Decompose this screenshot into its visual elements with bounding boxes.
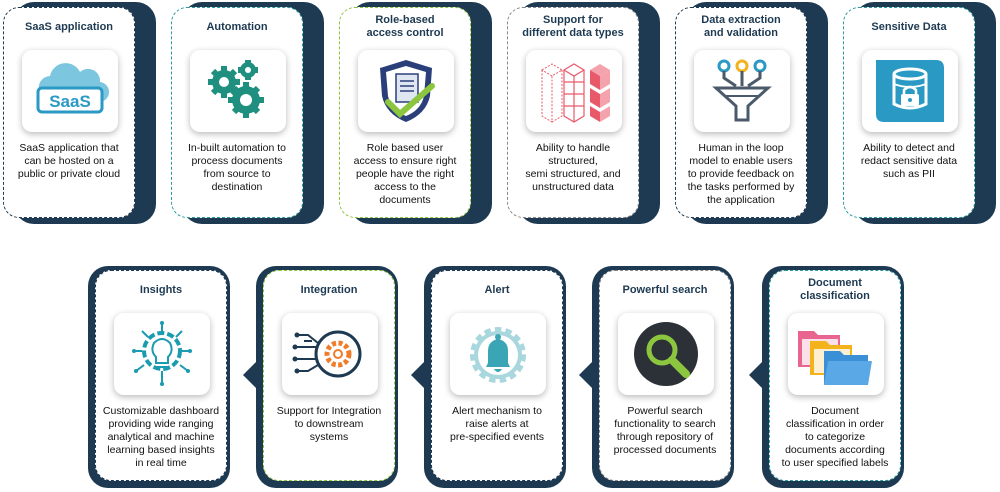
feature-card-insights: Insights Customizable dashboard providin…	[95, 270, 227, 481]
card-title: Role-based access control	[366, 14, 444, 39]
step-arrow	[304, 93, 317, 119]
secure-database-icon	[862, 50, 958, 132]
feature-card-integration: Integration Support for Integration to d…	[263, 270, 395, 481]
saas-cloud-icon: SaaS	[22, 50, 118, 132]
magnifier-icon	[618, 313, 714, 395]
card-title: Data extraction and validation	[701, 14, 781, 39]
folders-icon	[788, 313, 884, 395]
feature-card-search: Powerful search Powerful search function…	[599, 270, 731, 481]
feature-card-alert: Alert Alert mechanism to raise alerts at…	[431, 270, 563, 481]
card-title: Sensitive Data	[871, 20, 947, 33]
card-title: Support for different data types	[522, 14, 624, 39]
step-arrow	[749, 362, 762, 388]
step-arrow	[976, 93, 989, 119]
card-description: SaaS application that can be hosted on a…	[17, 142, 121, 180]
feature-card-automation: Automation In-built automation to proces…	[171, 7, 303, 218]
card-description: Alert mechanism to raise alerts at pre-s…	[450, 405, 544, 443]
card-title: Automation	[206, 20, 268, 33]
card-title: Powerful search	[622, 283, 708, 296]
card-description: Ability to detect and redact sensitive d…	[860, 142, 958, 180]
card-title: Document classification	[800, 277, 870, 302]
card-description: Document classification in order to cate…	[781, 405, 889, 469]
card-description: Support for Integration to downstream sy…	[276, 405, 382, 443]
card-title: Insights	[139, 283, 183, 296]
saas-icon-label: SaaS	[49, 92, 91, 111]
step-arrow	[243, 362, 256, 388]
integration-gear-icon	[282, 313, 378, 395]
shield-document-icon	[358, 50, 454, 132]
feature-card-extraction: Data extraction and validation Human in …	[675, 7, 807, 218]
card-title: Integration	[300, 283, 358, 296]
card-description: Role based user access to ensure right p…	[353, 142, 457, 206]
feature-card-sensitive: Sensitive Data Ability to detect and red…	[843, 7, 975, 218]
card-description: In-built automation to process documents…	[187, 142, 287, 193]
card-title: Alert	[484, 283, 510, 296]
card-description: Human in the loop model to enable users …	[687, 142, 795, 206]
bell-gear-icon	[450, 313, 546, 395]
gears-icon	[190, 50, 286, 132]
card-description: Ability to handle structured, semi struc…	[525, 142, 621, 193]
card-description: Customizable dashboard providing wide ra…	[102, 405, 220, 469]
feature-card-classification: Document classification Document classif…	[769, 270, 901, 481]
step-arrow	[136, 93, 149, 119]
lightbulb-gear-icon	[114, 313, 210, 395]
feature-card-rbac: Role-based access control Role based use…	[339, 7, 471, 218]
feature-card-data-types: Support for different data types Ability…	[507, 7, 639, 218]
step-arrow	[640, 93, 653, 119]
step-arrow	[472, 93, 485, 119]
card-description: Powerful search functionality to search …	[613, 405, 717, 456]
step-arrow	[411, 362, 424, 388]
card-title: SaaS application	[24, 20, 114, 33]
feature-card-saas: SaaS application SaaS SaaS application t…	[3, 7, 135, 218]
step-arrow	[579, 362, 592, 388]
funnel-icon	[694, 50, 790, 132]
step-arrow	[808, 93, 821, 119]
data-cubes-icon	[526, 50, 622, 132]
